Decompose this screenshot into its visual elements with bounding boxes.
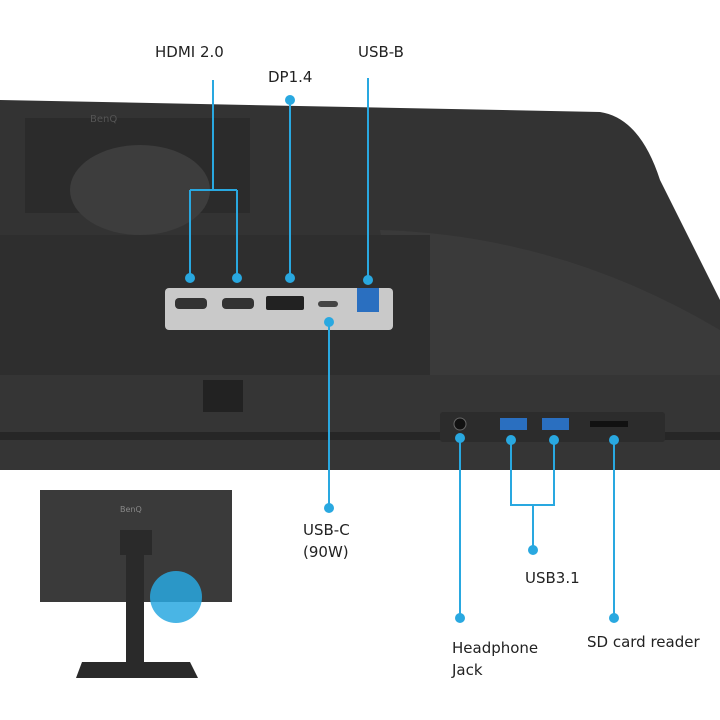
hdmi-port-1 xyxy=(175,298,207,309)
usb31-label: USB3.1 xyxy=(525,569,580,587)
hdmi-port-2 xyxy=(222,298,254,309)
highlight-circle xyxy=(150,571,202,623)
callout-lines xyxy=(189,78,615,618)
usbc-port xyxy=(318,301,338,307)
headphone-label: Headphone xyxy=(452,639,539,657)
usb31-port-1 xyxy=(500,418,527,430)
side-port-panel xyxy=(440,412,665,442)
sd-label: SD card reader xyxy=(587,633,700,651)
usbb-label: USB-B xyxy=(358,43,404,61)
svg-text:BenQ: BenQ xyxy=(120,505,142,514)
dp-label: DP1.4 xyxy=(268,68,313,86)
hdmi-label: HDMI 2.0 xyxy=(155,43,224,61)
usbc-label: USB-C xyxy=(303,521,350,539)
usbc-power-label: (90W) xyxy=(303,543,349,561)
usbb-port xyxy=(357,288,379,312)
usb31-port-2 xyxy=(542,418,569,430)
brand-logo: BenQ xyxy=(90,114,117,125)
jack-label: Jack xyxy=(452,661,483,679)
callout-dots xyxy=(185,95,619,623)
headphone-jack xyxy=(453,417,467,431)
sd-slot xyxy=(590,421,628,427)
dp-port xyxy=(266,296,304,310)
port-panel xyxy=(165,288,393,330)
thumbnail-monitor: BenQ xyxy=(40,490,232,678)
